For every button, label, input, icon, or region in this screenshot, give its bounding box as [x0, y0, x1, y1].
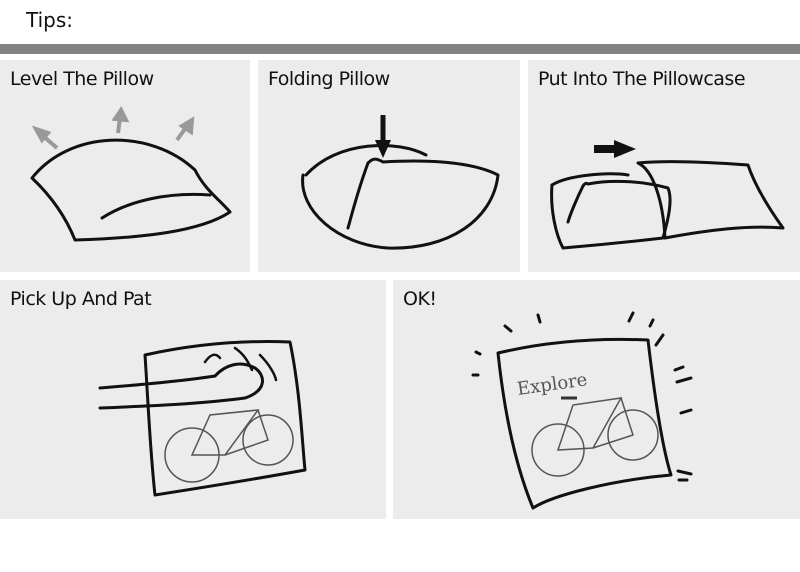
pillow-print-text: Explore — [516, 369, 589, 400]
step-panel-ok: Explore OK! — [393, 280, 800, 519]
finished-pillow-illustration: Explore — [471, 311, 693, 510]
step-title: Pick Up And Pat — [10, 288, 152, 310]
bicycle-icon — [531, 396, 659, 477]
down-arrow-icon — [375, 115, 391, 158]
step-panel-folding: Folding Pillow — [258, 60, 520, 272]
sparkle-lines — [471, 311, 693, 482]
step-title: Level The Pillow — [10, 68, 154, 90]
arrow-icons — [31, 106, 195, 150]
right-arrow-icon — [594, 140, 636, 158]
step-panel-level: Level The Pillow — [0, 60, 250, 272]
pat-pillow-illustration — [98, 340, 307, 497]
tips-heading: Tips: — [26, 8, 74, 32]
step-panel-pat: Pick Up And Pat — [0, 280, 386, 519]
step-title: Put Into The Pillowcase — [538, 68, 746, 90]
pillowcase-illustration — [550, 140, 785, 250]
bicycle-icon — [164, 409, 294, 483]
step-title: OK! — [403, 288, 437, 310]
folding-pillow-illustration — [301, 115, 500, 250]
step-title: Folding Pillow — [268, 68, 390, 90]
divider-bar — [0, 44, 800, 54]
step-panel-pillowcase: Put Into The Pillowcase — [528, 60, 800, 272]
level-pillow-illustration — [30, 106, 232, 242]
